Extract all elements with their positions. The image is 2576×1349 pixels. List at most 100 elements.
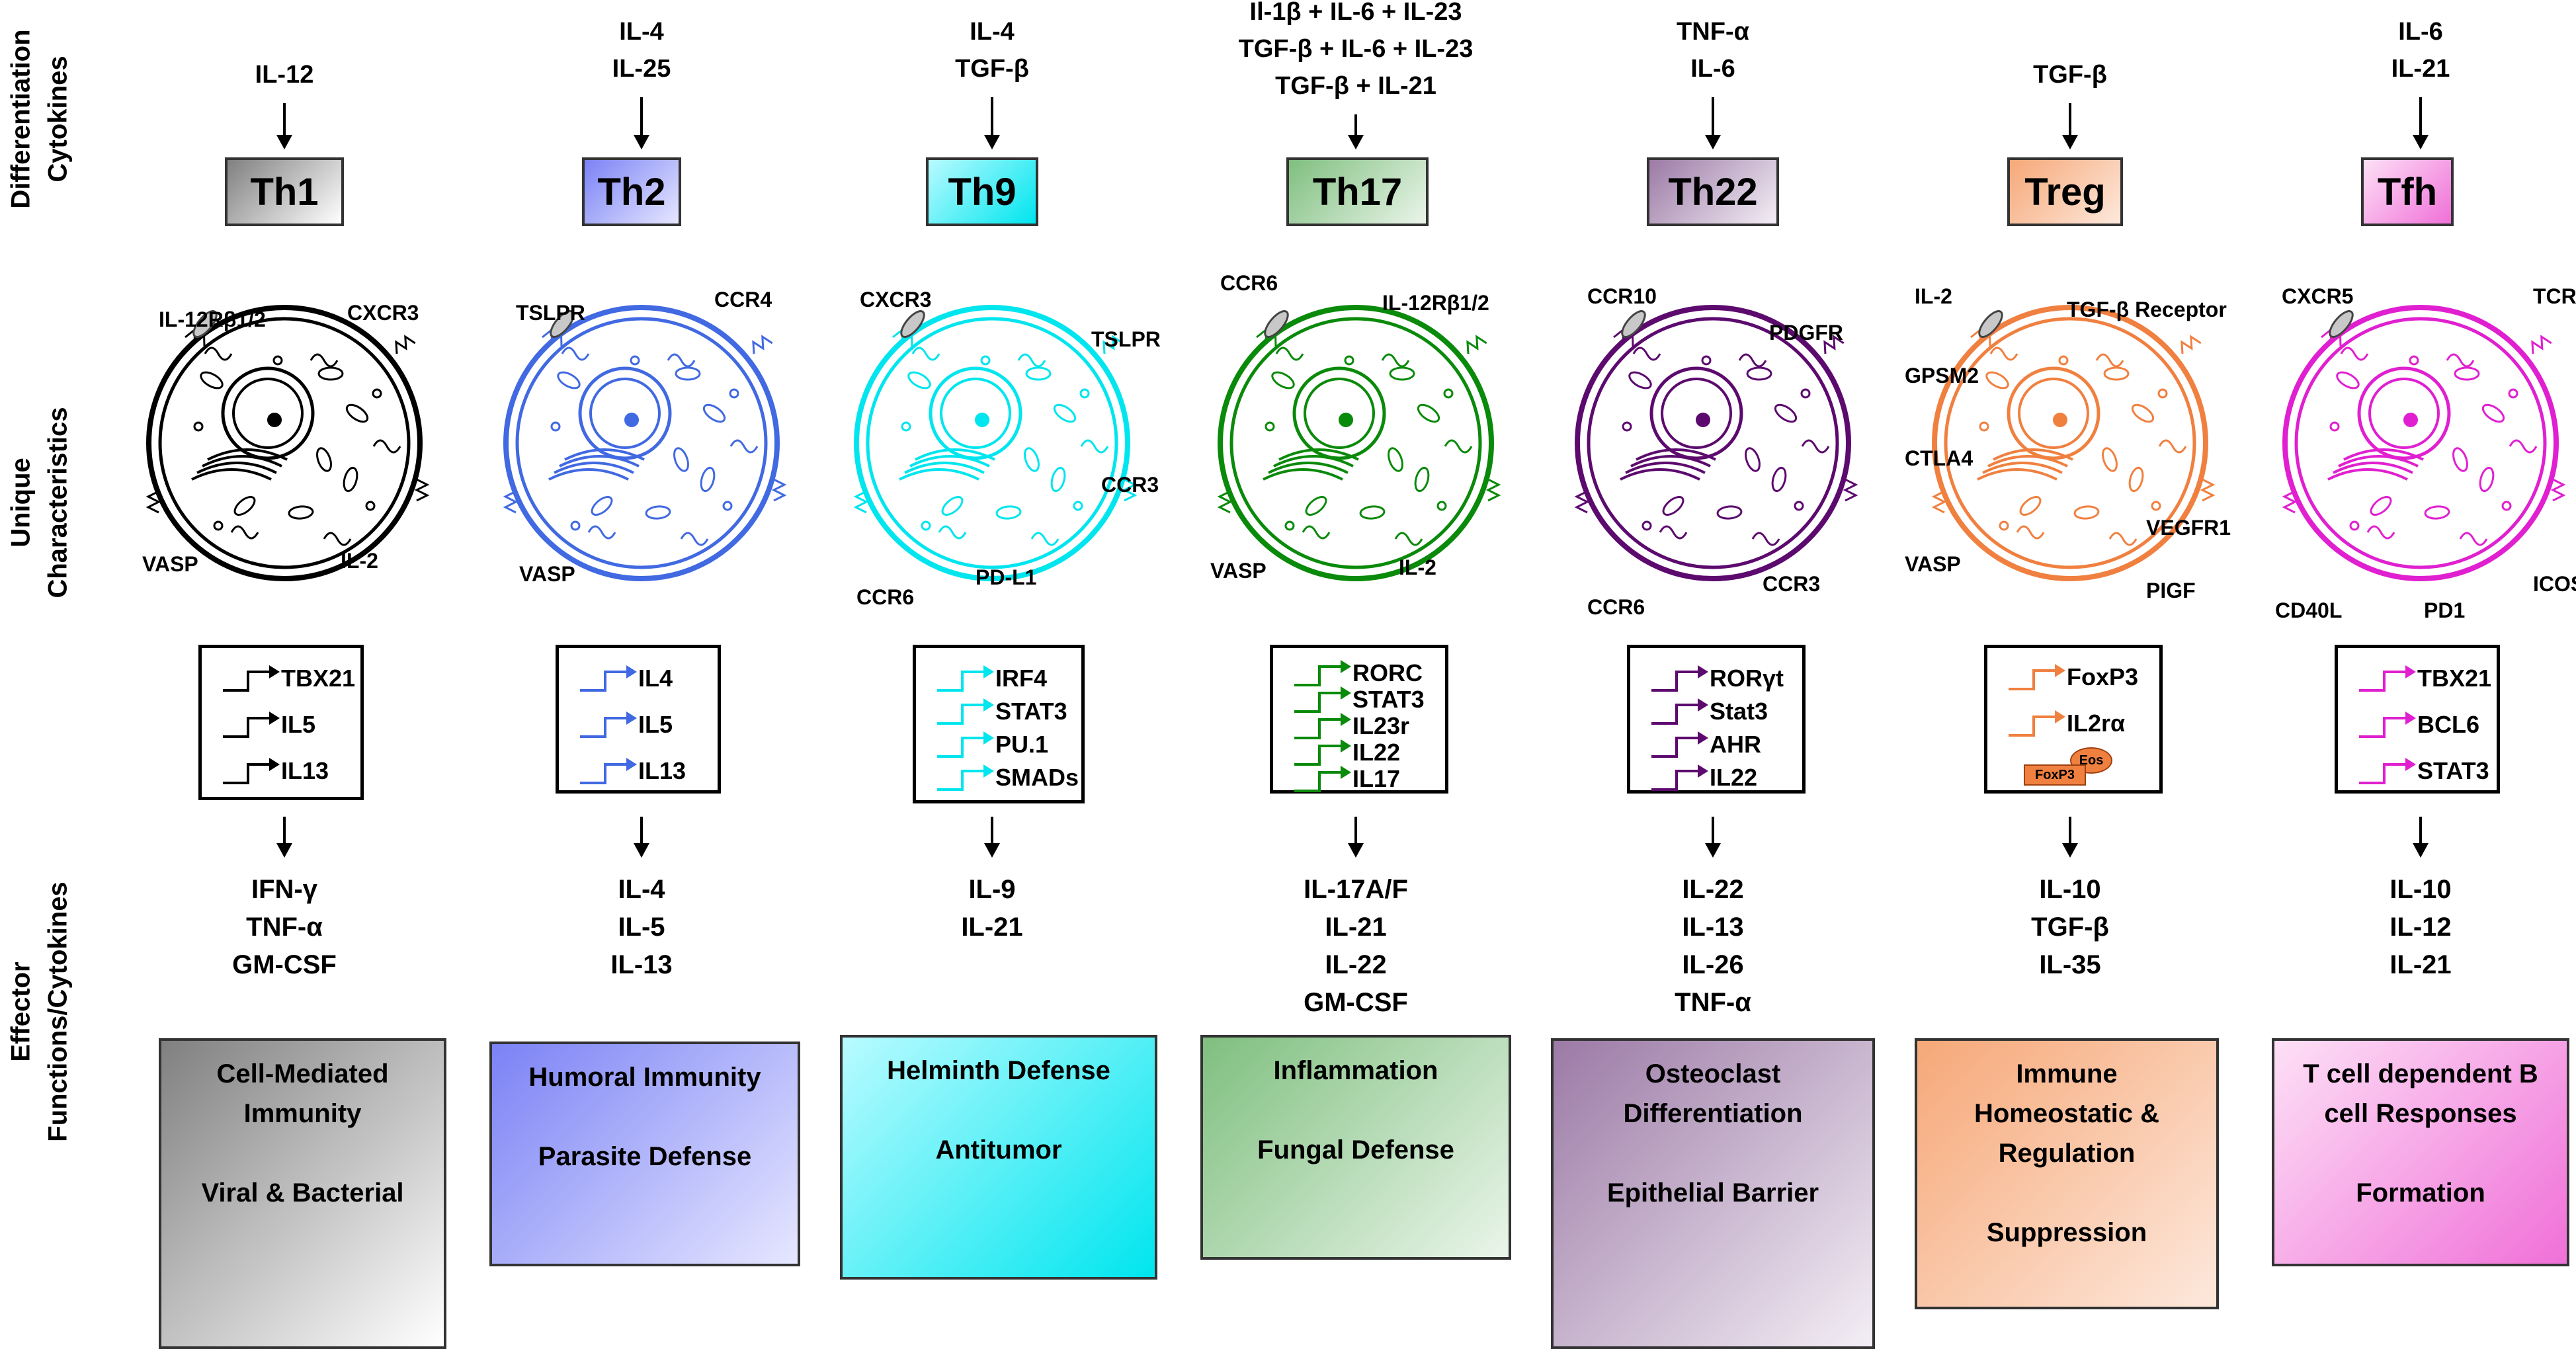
mitochondrion — [907, 371, 931, 389]
differentiation-arrow-shaft — [2069, 103, 2071, 136]
gene-promoter-line — [2009, 715, 2056, 737]
function-text: Inflammation — [1273, 1056, 1438, 1085]
gene-label: IL22 — [1710, 764, 1758, 791]
differentiation-arrow-head — [2062, 135, 2078, 149]
golgi-stack — [191, 468, 272, 481]
gene-promoter-arrow-icon — [580, 665, 637, 692]
cell-label: TSLPR — [1091, 327, 1161, 351]
vesicle — [272, 355, 283, 366]
gene-label: RORC — [1352, 659, 1423, 686]
gene-promoter-head — [626, 712, 637, 725]
vesicle — [729, 388, 739, 399]
gene-promoter-line — [937, 770, 985, 791]
endoplasmic-reticulum — [1302, 525, 1331, 540]
endoplasmic-reticulum — [2366, 525, 2395, 540]
golgi-stack — [1268, 462, 1349, 474]
nucleolus — [267, 413, 282, 427]
differentiation-arrow-head — [276, 135, 292, 149]
cell-svg — [1931, 305, 2216, 581]
foxp3-protein: FoxP3 — [2024, 764, 2086, 786]
gene-promoter-head — [983, 764, 994, 778]
row-label-unique: Unique Characteristics — [0, 370, 79, 635]
gene-promoter-arrow-icon — [223, 712, 280, 738]
mitochondrion — [1414, 466, 1430, 493]
gene-promoter-head — [1341, 713, 1351, 726]
subset-name: Th17 — [1312, 170, 1403, 214]
gene-promoter-head — [1698, 665, 1708, 678]
cell-label: CTLA4 — [1905, 446, 1974, 470]
mitochondrion — [1716, 505, 1743, 520]
function-text: Viral & Bacterial — [201, 1178, 404, 1207]
endoplasmic-reticulum — [310, 353, 339, 368]
function-text: cell Responses — [2324, 1099, 2517, 1128]
gene-promoter-arrow-icon — [1294, 766, 1351, 792]
differentiation-arrow-shaft — [991, 97, 993, 136]
vesicle — [980, 355, 991, 366]
function-text: Differentiation — [1623, 1099, 1803, 1128]
golgi-stack — [915, 448, 995, 461]
gene-promoter-line — [2359, 671, 2407, 692]
subset-name-box: Th9 — [926, 157, 1038, 226]
cell-label: IL-12Rβ1/2 — [1382, 291, 1489, 315]
membrane-receptor — [503, 490, 519, 514]
cell-label: VASP — [519, 562, 575, 586]
gene-row: STAT3 — [916, 694, 1081, 727]
membrane-receptor — [752, 335, 773, 354]
gene-promoter-line — [223, 763, 270, 784]
gene-promoter-arrow-icon — [2359, 665, 2416, 692]
gene-row: IL4 — [559, 661, 718, 694]
nucleolus — [624, 413, 639, 427]
effector-arrow-shaft — [2069, 817, 2071, 844]
cell-label: GPSM2 — [1905, 364, 1979, 388]
effector-arrow-head — [984, 843, 1000, 858]
mitochondrion — [2073, 505, 2100, 520]
effector-arrow-shaft — [640, 817, 643, 844]
gene-promoter-line — [1651, 704, 1699, 725]
gene-promoter-line — [2009, 669, 2056, 690]
differentiation-cytokine: IL-6 — [1690, 55, 1735, 83]
endoplasmic-reticulum — [1801, 439, 1830, 454]
mitochondrion — [1389, 366, 1415, 381]
cell-membrane-inner — [158, 317, 411, 569]
row-label-differentiation-line2: Cytokines — [44, 56, 73, 183]
mitochondrion — [316, 447, 332, 472]
golgi-stack — [1263, 468, 1343, 481]
row-label-unique-line1: Unique — [7, 458, 36, 548]
endoplasmic-reticulum — [372, 439, 401, 454]
effector-cytokine: TNF-α — [1675, 988, 1751, 1017]
mitochondrion — [673, 447, 689, 472]
effector-cytokine: IL-9 — [968, 875, 1016, 904]
cell-membrane-outer — [1218, 305, 1494, 581]
function-text: Epithelial Barrier — [1606, 1178, 1819, 1207]
differentiation-arrow-head — [984, 135, 1000, 149]
gene-promoter-arrow-icon — [1294, 739, 1351, 766]
differentiation-arrow-head — [2413, 135, 2429, 149]
membrane-receptor — [1574, 490, 1590, 514]
endoplasmic-reticulum — [1080, 439, 1109, 454]
vesicle — [2058, 355, 2069, 366]
gene-promoter-arrow-icon — [2359, 712, 2416, 738]
function-text: Osteoclast — [1645, 1059, 1781, 1088]
golgi-stack — [1977, 468, 2057, 481]
gene-promoter-head — [2405, 758, 2416, 771]
nucleolus — [1339, 413, 1353, 427]
gene-promoter-arrow-icon — [580, 758, 637, 784]
mitochondrion — [2019, 496, 2042, 516]
mitochondrion — [1662, 496, 1684, 516]
gene-promoter-head — [1698, 698, 1708, 712]
vesicle — [365, 501, 376, 511]
gene-promoter-arrow-icon — [2359, 758, 2416, 784]
gene-promoter-head — [983, 665, 994, 678]
effector-cytokine: IL-10 — [2389, 875, 2452, 904]
golgi-stack — [1625, 462, 1706, 474]
gene-promoter-head — [2405, 712, 2416, 725]
gene-promoter-line — [223, 717, 270, 738]
differentiation-arrow-shaft — [640, 97, 643, 136]
cell-membrane-outer — [146, 305, 423, 581]
subset-name: Th22 — [1668, 170, 1758, 214]
function-text: Homeostatic & — [1974, 1099, 2160, 1128]
